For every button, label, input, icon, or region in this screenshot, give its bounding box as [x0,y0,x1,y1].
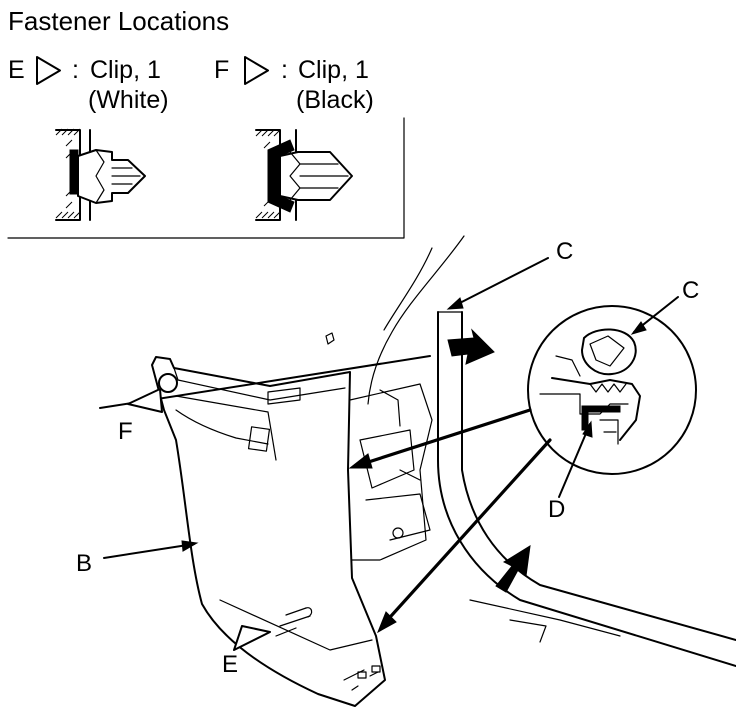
direction-arrow-right-icon [447,328,495,365]
weatherstrip-detail [527,305,697,475]
clip-detail-frame [7,117,405,239]
callout-b: B [76,550,93,577]
legend-letter-f: F [214,56,230,84]
legend-colon-e: : [72,56,79,84]
page-title: Fastener Locations [8,6,230,36]
direction-arrow-up-right-icon [495,545,531,593]
legend-desc-e: Clip, 1 [90,56,161,84]
legend-colon-f: : [281,56,288,84]
projection-arrows [348,408,552,634]
callout-e: E [222,651,239,678]
clip-e-marker-icon [233,625,271,651]
callout-f: F [118,418,133,445]
legend-letter-e: E [8,56,25,84]
triangle-outline-icon [244,56,269,85]
white-clip-e-detail [55,128,146,221]
triangle-outline-icon [36,56,61,85]
legend-desc-f: Clip, 1 [298,56,369,84]
trim-panel-b [151,356,386,707]
callout-d: D [548,496,566,523]
callout-c-detail: C [682,277,700,304]
black-clip-f-detail [255,129,353,221]
legend-note-e: (White) [88,86,169,114]
clip-f-marker-icon [127,388,163,413]
legend-note-f: (Black) [296,86,374,114]
callout-c-upper: C [556,238,574,265]
